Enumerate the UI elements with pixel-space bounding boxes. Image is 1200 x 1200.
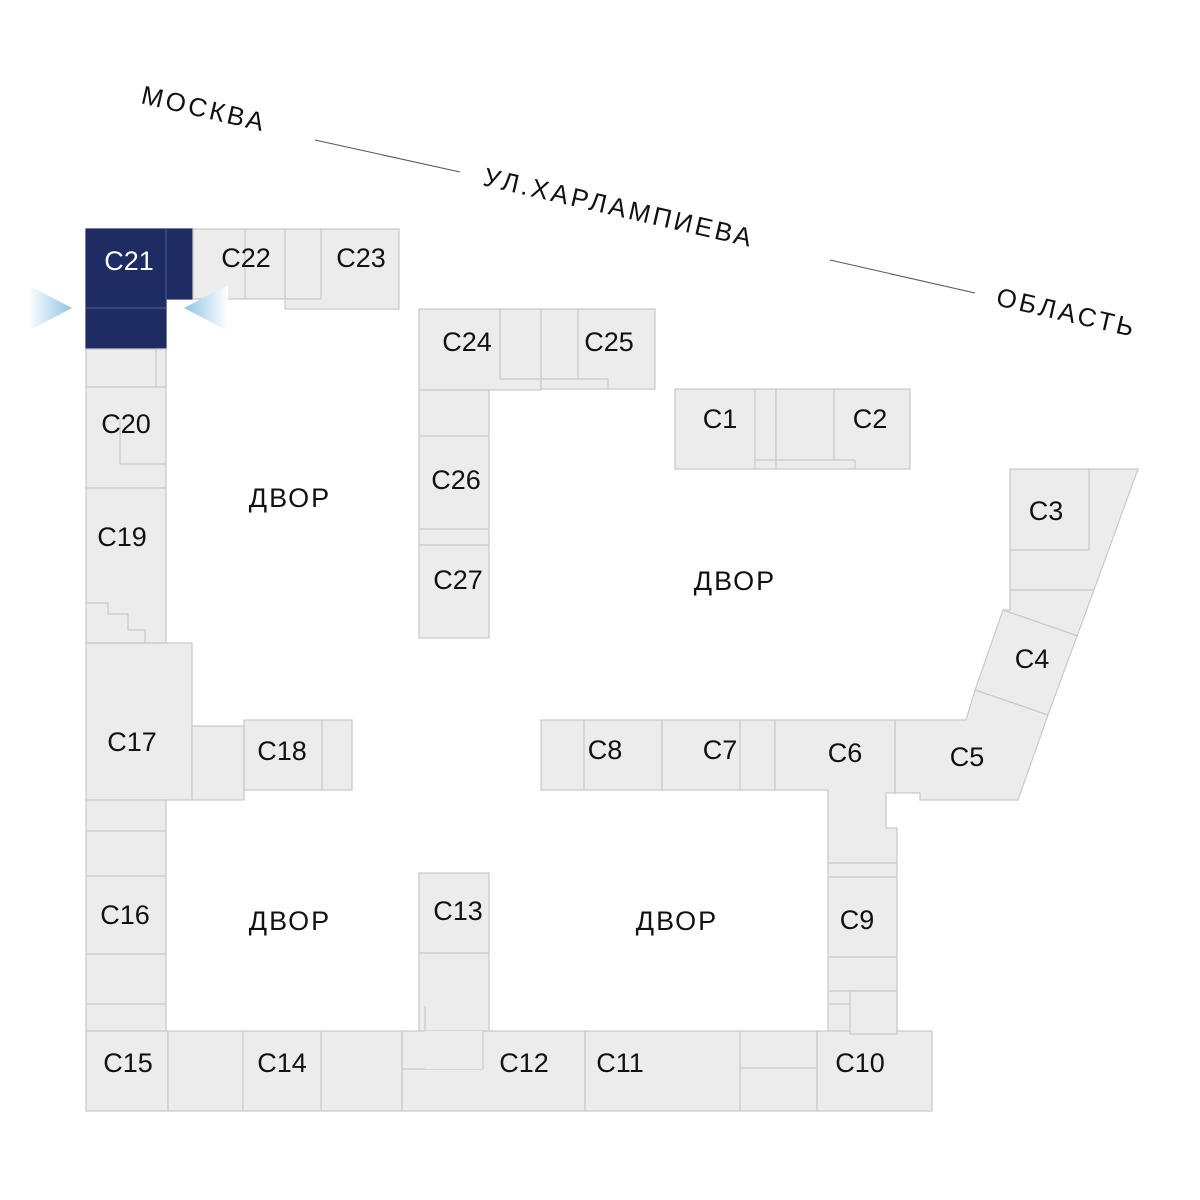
section-c3[interactable]: C3 <box>1009 468 1139 591</box>
triangle-marker-icon <box>28 285 72 331</box>
section-c17[interactable]: C17 <box>85 642 245 801</box>
street-label-moskva: МОСКВА <box>139 80 270 138</box>
section-c6[interactable]: C6 <box>774 719 898 864</box>
road-line <box>314 139 461 173</box>
section-c15[interactable]: C15 <box>85 1030 169 1112</box>
section-c22[interactable]: C22 <box>192 228 286 300</box>
section-c23[interactable]: C23 <box>284 228 400 310</box>
street-label-oblast: ОБЛАСТЬ <box>994 282 1140 343</box>
section-c27[interactable]: C27 <box>418 544 490 639</box>
triangle-marker-icon <box>184 285 228 331</box>
street-label-kharlampieva: УЛ.ХАРЛАМПИЕВА <box>481 162 758 254</box>
section-c8[interactable]: C8 <box>540 719 663 791</box>
section-c9[interactable]: C9 <box>827 862 898 1035</box>
yard-label: ДВОР <box>694 566 776 596</box>
section-c26[interactable]: C26 <box>418 389 490 546</box>
section-c10[interactable]: C10 <box>816 1030 933 1112</box>
section-c25[interactable]: C25 <box>540 308 656 390</box>
section-c16[interactable]: C16 <box>85 799 167 1032</box>
section-c21[interactable]: C21 <box>85 228 194 350</box>
yard-label: ДВОР <box>636 906 718 936</box>
yard-label: ДВОР <box>249 906 331 936</box>
section-c2[interactable]: C2 <box>775 388 911 470</box>
section-c18[interactable]: C18 <box>243 719 353 791</box>
section-c13[interactable]: C13 <box>418 872 490 1069</box>
section-c14[interactable]: C14 <box>167 1030 403 1112</box>
road-line <box>829 259 976 294</box>
section-c1[interactable]: C1 <box>674 388 777 470</box>
section-c20[interactable]: C20 <box>85 348 167 489</box>
section-c24[interactable]: C24 <box>418 308 542 391</box>
section-c19[interactable]: C19 <box>85 487 167 644</box>
section-c11[interactable]: C11 <box>584 1030 818 1112</box>
section-c7[interactable]: C7 <box>661 719 776 791</box>
yard-label: ДВОР <box>249 483 331 513</box>
